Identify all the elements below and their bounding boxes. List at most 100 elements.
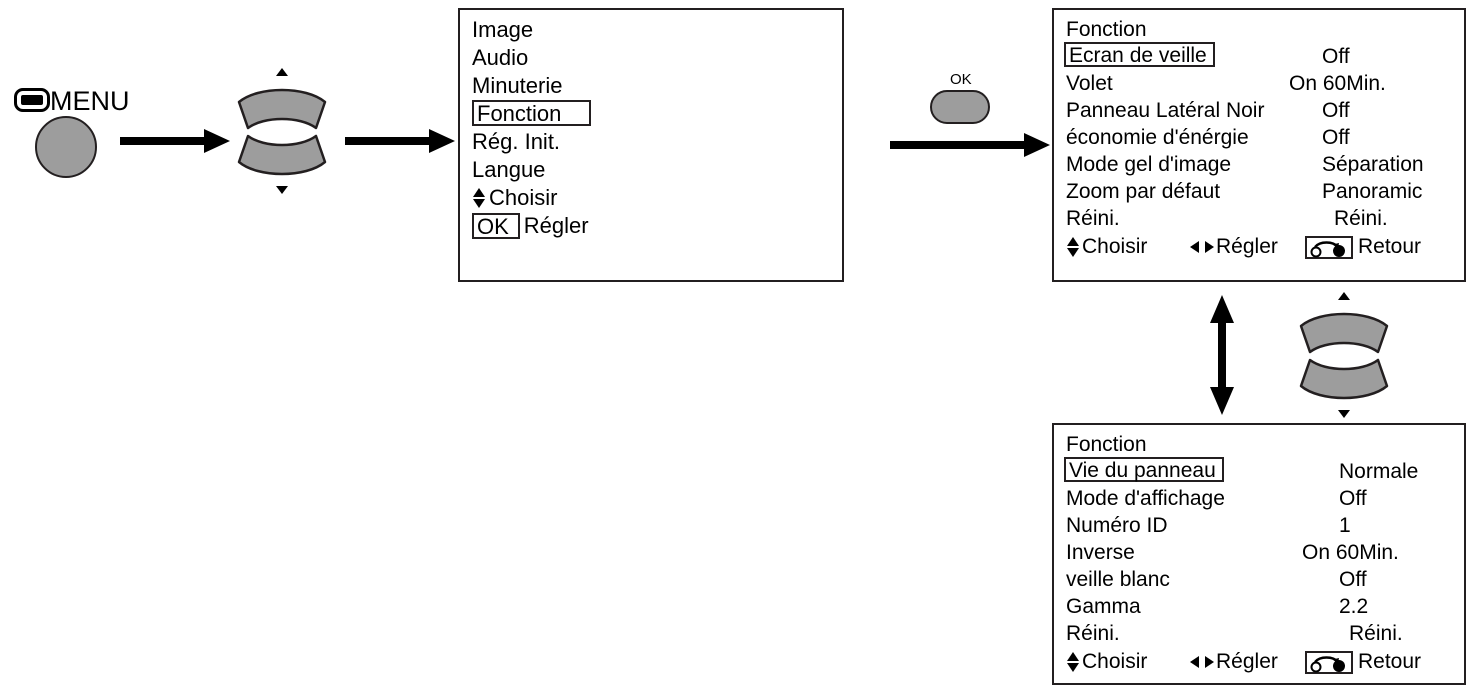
hint-return: Retour [1305, 647, 1421, 677]
menu-button-group[interactable]: MENU [14, 88, 164, 208]
setting-row[interactable]: Numéro ID 1 [1064, 512, 1454, 539]
hint-ok-label: Régler [523, 213, 589, 238]
hint-adjust-label: Régler [1216, 235, 1278, 258]
setting-value[interactable]: Off [1322, 45, 1350, 68]
setting-row[interactable]: Mode gel d'image Séparation [1064, 151, 1454, 178]
setting-row[interactable]: Panneau Latéral Noir Off [1064, 97, 1454, 124]
setting-row-selected[interactable]: Ecran de veille Off [1064, 42, 1454, 70]
return-button-icon [1305, 650, 1353, 674]
setting-label: Panneau Latéral Noir [1066, 99, 1265, 122]
setting-value[interactable]: 1 [1339, 514, 1351, 537]
setting-row[interactable]: Gamma 2.2 [1064, 593, 1454, 620]
hint-return-label: Retour [1358, 235, 1422, 258]
hint-choose: Choisir [1066, 232, 1147, 262]
setting-row[interactable]: veille blanc Off [1064, 566, 1454, 593]
ok-button[interactable] [930, 90, 990, 124]
setting-row[interactable]: Zoom par défaut Panoramic [1064, 178, 1454, 205]
arrow-up-down-icon [1207, 295, 1237, 415]
menu-item-4[interactable]: Rég. Init. [470, 128, 832, 156]
setting-label: Ecran de veille [1064, 42, 1215, 67]
setting-value[interactable]: Séparation [1322, 153, 1424, 176]
up-down-arrow-icon [472, 187, 486, 209]
setting-label: Numéro ID [1066, 514, 1168, 537]
setting-label: Gamma [1066, 595, 1141, 618]
setting-row-reset[interactable]: Réini. Réini. [1064, 620, 1454, 647]
rocker-up-down-button-1[interactable] [228, 66, 338, 196]
menu-button-label: MENU [50, 86, 130, 116]
fonction-menu-panel-page2: Fonction Vie du panneau Normale Mode d'a… [1052, 423, 1466, 685]
triangle-up-icon [276, 68, 288, 76]
hint-choose-label: Choisir [1082, 235, 1148, 258]
panel-footer-hints: Choisir Régler Retour [1064, 232, 1454, 262]
setting-label: Zoom par défaut [1066, 180, 1221, 203]
panel-footer-hints: Choisir Régler Retour [1064, 647, 1454, 677]
menu-rect-icon [14, 88, 50, 112]
menu-item-label: Langue [472, 157, 546, 182]
menu-item-1[interactable]: Audio [470, 44, 832, 72]
setting-value[interactable]: Off [1322, 126, 1350, 149]
fonction-menu-panel-page1: Fonction Ecran de veille Off Volet On 60… [1052, 8, 1466, 282]
panel-title: Fonction [1066, 18, 1147, 41]
setting-row-selected[interactable]: Vie du panneau Normale [1064, 457, 1454, 485]
menu-item-0[interactable]: Image [470, 16, 832, 44]
triangle-down-icon [276, 186, 288, 194]
hint-return-label: Retour [1358, 650, 1422, 673]
triangle-up-icon [1338, 292, 1350, 300]
arrow-right-icon-3 [890, 132, 1050, 158]
panel-title: Fonction [1066, 433, 1147, 456]
arrow-right-icon-2 [345, 128, 455, 154]
setting-value[interactable]: Normale [1339, 460, 1419, 483]
setting-label: Vie du panneau [1064, 457, 1224, 482]
hint-adjust: Régler [1190, 232, 1278, 262]
setting-label: Mode gel d'image [1066, 153, 1232, 176]
menu-item-label: Fonction [472, 100, 592, 126]
setting-row[interactable]: Mode d'affichage Off [1064, 485, 1454, 512]
hint-choose-label: Choisir [489, 185, 558, 210]
menu-item-3-selected[interactable]: Fonction [470, 100, 832, 128]
menu-item-label: Rég. Init. [472, 129, 561, 154]
setting-value[interactable]: Off [1339, 568, 1367, 591]
up-down-arrow-icon [1066, 236, 1080, 258]
setting-value[interactable]: Réini. [1334, 207, 1388, 230]
setting-value[interactable]: Off [1322, 99, 1350, 122]
left-right-arrow-icon [1190, 652, 1214, 672]
setting-row-reset[interactable]: Réini. Réini. [1064, 205, 1454, 232]
setting-value[interactable]: Réini. [1349, 622, 1403, 645]
menu-item-2[interactable]: Minuterie [470, 72, 832, 100]
hint-ok: OK Régler [470, 212, 832, 240]
triangle-down-icon [1338, 410, 1350, 418]
left-right-arrow-icon [1190, 237, 1214, 257]
ok-button-group[interactable]: OK [930, 72, 1010, 132]
menu-item-label: Audio [472, 45, 529, 70]
hint-adjust: Régler [1190, 647, 1278, 677]
setting-value[interactable]: Off [1339, 487, 1367, 510]
return-button-icon [1305, 235, 1353, 259]
hint-choose: Choisir [1066, 647, 1147, 677]
menu-item-label: Minuterie [472, 73, 563, 98]
menu-item-label: Image [472, 17, 534, 42]
hint-adjust-label: Régler [1216, 650, 1278, 673]
arrow-right-icon-1 [120, 128, 230, 154]
hint-choose-label: Choisir [1082, 650, 1148, 673]
setting-value[interactable]: Panoramic [1322, 180, 1423, 203]
setting-value[interactable]: On 60Min. [1289, 72, 1386, 95]
main-menu-panel: Image Audio Minuterie Fonction Rég. Init… [458, 8, 844, 282]
hint-return: Retour [1305, 232, 1421, 262]
menu-item-5[interactable]: Langue [470, 156, 832, 184]
rocker-up-down-button-2[interactable] [1290, 290, 1400, 420]
setting-label: Réini. [1066, 622, 1120, 645]
setting-value[interactable]: On 60Min. [1302, 541, 1399, 564]
up-down-arrow-icon [1066, 651, 1080, 673]
setting-row[interactable]: économie d'énérgie Off [1064, 124, 1454, 151]
hint-choose: Choisir [470, 184, 832, 212]
setting-row[interactable]: Volet On 60Min. [1064, 70, 1454, 97]
setting-row[interactable]: Inverse On 60Min. [1064, 539, 1454, 566]
setting-label: Inverse [1066, 541, 1135, 564]
setting-label: Réini. [1066, 207, 1120, 230]
menu-round-button[interactable] [35, 116, 97, 178]
setting-label: Mode d'affichage [1066, 487, 1225, 510]
ok-button-label: OK [950, 71, 972, 88]
setting-value[interactable]: 2.2 [1339, 595, 1369, 618]
setting-label: veille blanc [1066, 568, 1170, 591]
